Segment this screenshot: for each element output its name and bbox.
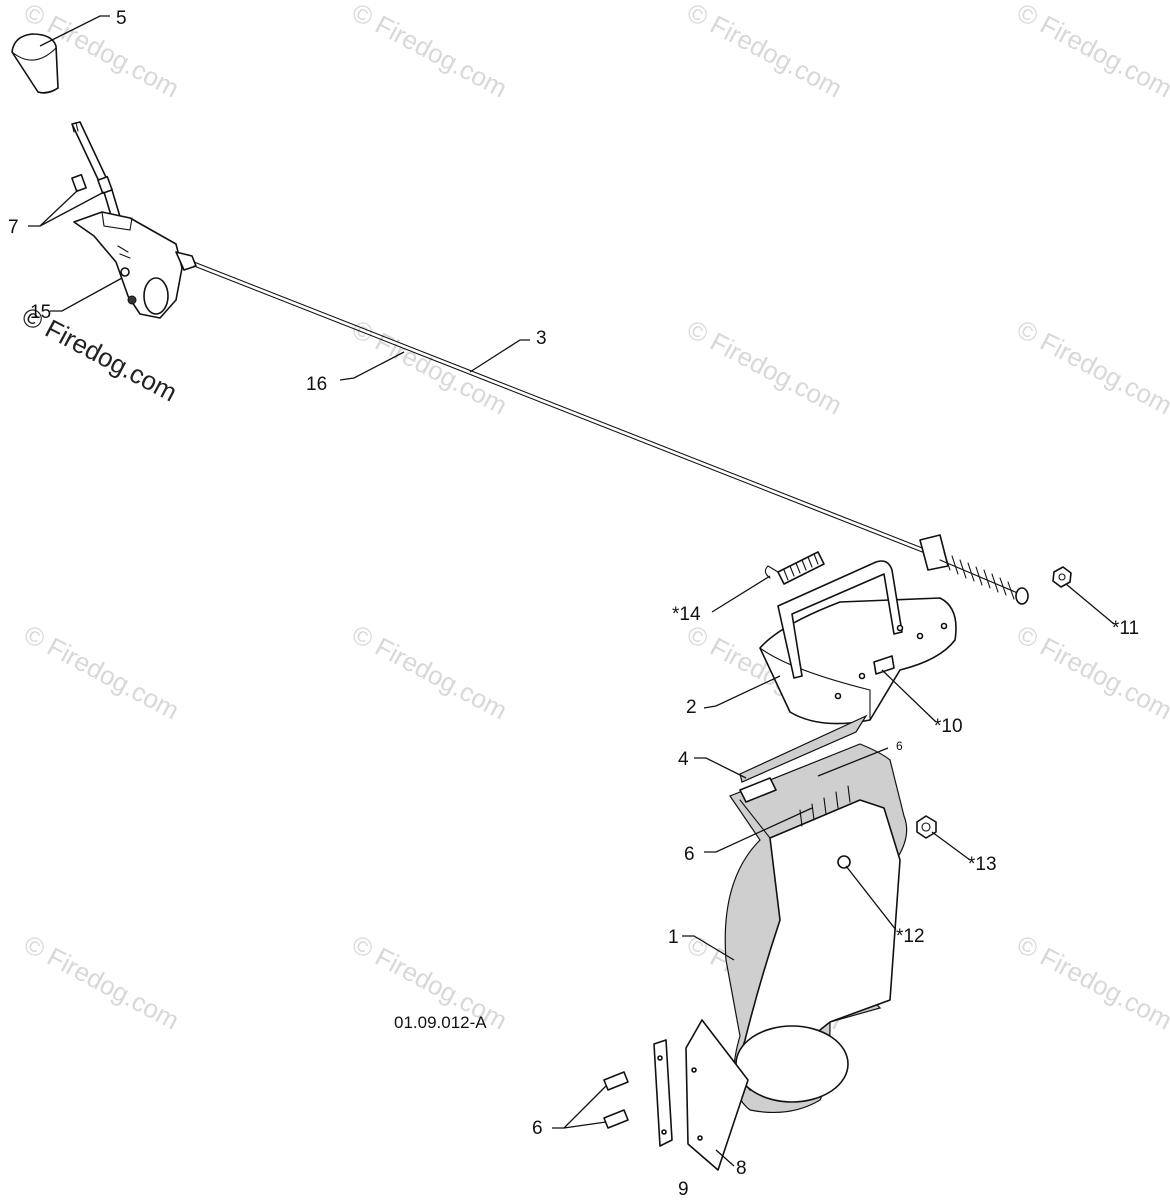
label-1: 1 [668,927,679,948]
spring-14 [764,551,825,585]
label-14: *14 [672,604,701,625]
nut-11 [1052,566,1072,588]
watermark: © Firedog.com [1012,619,1170,726]
label-8: 8 [736,1158,747,1179]
label-13: *13 [968,854,997,875]
watermark: © Firedog.com [1012,929,1170,1036]
watermark: © Firedog.com [682,0,847,104]
label-6-top: 6 [896,739,903,753]
watermark: © Firedog.com [1012,0,1170,104]
watermark: © Firedog.com [347,619,512,726]
drawing-code: 01.09.012-A [394,1013,487,1032]
control-cable [193,261,936,558]
label-15: 15 [30,302,51,323]
deflector-2 [759,560,957,725]
label-16: 16 [306,374,327,395]
label-12: *12 [896,926,925,947]
label-6-mid: 6 [684,844,695,865]
nut-13 [916,815,937,839]
label-5: 5 [116,8,127,29]
watermark: © Firedog.com [19,619,184,726]
watermark: © Firedog.com [347,314,512,421]
label-2: 2 [686,697,697,718]
watermark: © Firedog.com [1012,314,1170,421]
bolts-6 [603,1071,629,1129]
label-4: 4 [678,749,689,770]
watermark-layer: © Firedog.com © Firedog.com © Firedog.co… [19,0,1170,1036]
chute-1 [724,743,908,1114]
label-9: 9 [678,1179,689,1200]
shift-lever-assembly [71,121,197,319]
label-3: 3 [536,328,547,349]
label-6-bottom: 6 [532,1118,543,1139]
watermark: © Firedog.com [682,314,847,421]
cable-end-spring [919,534,1029,605]
part-labels: 5 7 15 3 16 *14 *11 2 *10 4 6 6 *13 *12 … [8,8,1139,1200]
watermark: © Firedog.com [347,0,512,104]
knob-part [11,33,59,94]
watermark: © Firedog.com [19,929,184,1036]
label-7: 7 [8,217,19,238]
strip-9 [653,1039,673,1147]
leader-lines [28,15,1115,1167]
plate-4 [739,714,868,783]
label-11: *11 [1112,618,1139,639]
label-10: *10 [934,716,963,737]
plate-8 [685,1019,749,1171]
